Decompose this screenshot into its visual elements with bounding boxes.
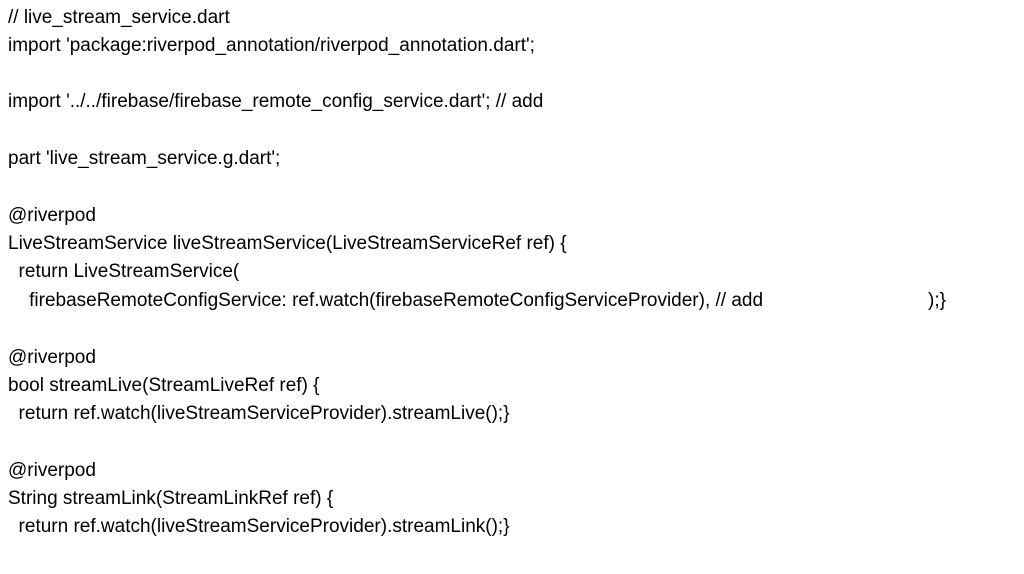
code-line: import '../../firebase/firebase_remote_c… bbox=[8, 91, 544, 112]
code-line: LiveStreamService liveStreamService(Live… bbox=[8, 233, 567, 254]
code-line: @riverpod bbox=[8, 460, 96, 481]
code-line: String streamLink(StreamLinkRef ref) { bbox=[8, 488, 334, 509]
code-line: @riverpod bbox=[8, 347, 96, 368]
code-line: return LiveStreamService( bbox=[8, 261, 240, 282]
code-line: @riverpod bbox=[8, 205, 96, 226]
code-line: // live_stream_service.dart bbox=[8, 7, 230, 28]
code-line: bool streamLive(StreamLiveRef ref) { bbox=[8, 375, 320, 396]
code-line: return ref.watch(liveStreamServiceProvid… bbox=[8, 403, 510, 424]
code-line: return ref.watch(liveStreamServiceProvid… bbox=[8, 516, 510, 537]
code-line: part 'live_stream_service.g.dart'; bbox=[8, 148, 281, 169]
code-line: firebaseRemoteConfigService: ref.watch(f… bbox=[8, 290, 764, 311]
code-line-tail: );} bbox=[928, 290, 946, 311]
code-line: import 'package:riverpod_annotation/rive… bbox=[8, 35, 535, 56]
